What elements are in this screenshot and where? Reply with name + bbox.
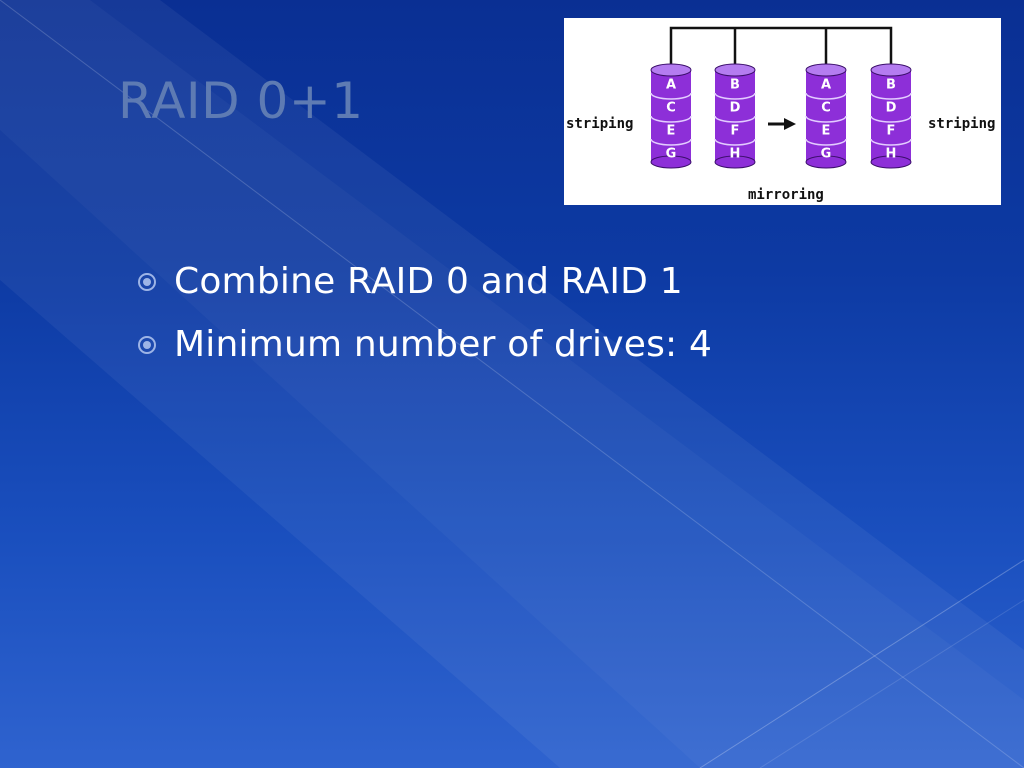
disk-block-label: F [731, 124, 740, 139]
disk-block-label: F [887, 124, 896, 139]
disk-separator [650, 115, 692, 123]
disk-bottom-cap [805, 155, 847, 169]
disk-block-label: A [821, 78, 831, 93]
left-striping-label: striping [566, 116, 633, 132]
bullet-item: Combine RAID 0 and RAID 1 [136, 250, 712, 313]
disk-separator [714, 115, 756, 123]
disk-separator [805, 138, 847, 146]
disk-block-label: H [886, 147, 897, 162]
disk-body [806, 70, 846, 162]
right-striping-label: striping [928, 116, 995, 132]
bullet-list: Combine RAID 0 and RAID 1 Minimum number… [136, 250, 712, 376]
disk-top-cap [714, 63, 756, 77]
disk-top-cap [870, 63, 912, 77]
disk-block-label: C [821, 101, 831, 116]
bullet-item: Minimum number of drives: 4 [136, 313, 712, 376]
bullet-ring-icon [138, 335, 156, 354]
disk-bottom-cap [714, 155, 756, 169]
disk-block-label: D [886, 101, 897, 116]
disk-block-label: E [822, 124, 831, 139]
disk-body [715, 70, 755, 162]
disk-block-label: D [730, 101, 741, 116]
disk-separator [805, 115, 847, 123]
disk-bottom-cap [650, 155, 692, 169]
disk-block-label: B [730, 78, 740, 93]
arrow-right-icon [768, 118, 796, 130]
disk-body [871, 70, 911, 162]
disk-block-label: E [667, 124, 676, 139]
disk-separator [870, 115, 912, 123]
slide-title: RAID 0+1 [118, 72, 364, 130]
bullet-text: Minimum number of drives: 4 [174, 324, 713, 365]
disk-separator [714, 92, 756, 100]
disk-bottom-cap [870, 155, 912, 169]
disk-separator [714, 138, 756, 146]
disk-separator [650, 138, 692, 146]
disk-block-label: A [666, 78, 676, 93]
disk-block-label: G [666, 147, 677, 162]
disk-separator [870, 138, 912, 146]
disk-block-label: H [730, 147, 741, 162]
disk-body [651, 70, 691, 162]
disk-block-label: G [821, 147, 832, 162]
disk-block-label: C [666, 101, 676, 116]
disk-top-cap [650, 63, 692, 77]
bullet-text: Combine RAID 0 and RAID 1 [174, 261, 683, 302]
disk-separator [870, 92, 912, 100]
disk-top-cap [805, 63, 847, 77]
mirroring-label: mirroring [748, 187, 824, 203]
disk-separator [805, 92, 847, 100]
connector-lines [669, 26, 893, 66]
disk-separator [650, 92, 692, 100]
disk-block-label: B [886, 78, 896, 93]
bullet-ring-icon [138, 272, 156, 291]
